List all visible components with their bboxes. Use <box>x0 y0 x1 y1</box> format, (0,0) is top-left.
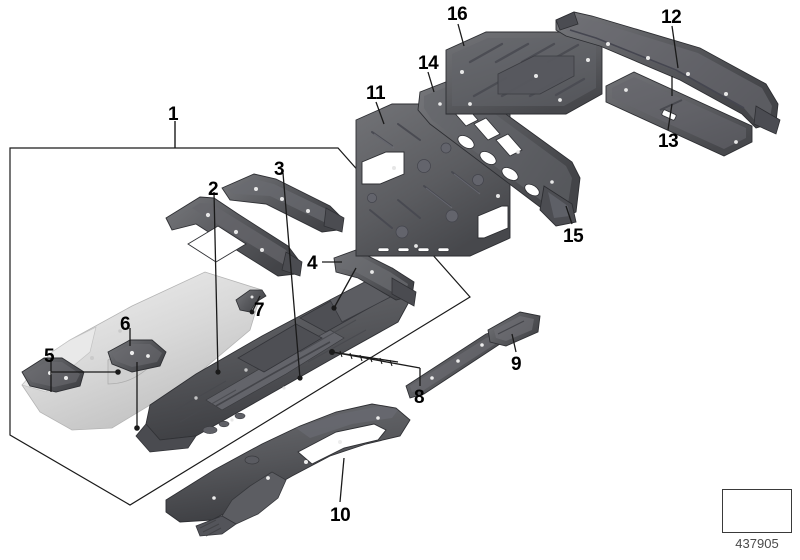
callout-16[interactable]: 16 <box>447 4 468 25</box>
part-4-floor-crossmember <box>333 249 417 307</box>
part-5-reinforcement-bracket-left <box>21 357 85 393</box>
callout-12[interactable]: 12 <box>661 7 682 28</box>
part-7-small-angle-bracket <box>235 289 267 313</box>
part-16-luggage-floor-panel <box>445 31 603 115</box>
callout-5[interactable]: 5 <box>44 346 55 367</box>
callout-6[interactable]: 6 <box>120 314 131 335</box>
callout-13[interactable]: 13 <box>658 131 679 152</box>
part-3-seat-crossmember-rear <box>221 173 345 233</box>
callout-14[interactable]: 14 <box>418 53 439 74</box>
callout-10[interactable]: 10 <box>330 505 351 526</box>
part-10-rear-subframe-carrier <box>165 403 411 537</box>
callout-8[interactable]: 8 <box>414 387 425 408</box>
callout-15[interactable]: 15 <box>563 226 584 247</box>
callout-1[interactable]: 1 <box>168 104 179 125</box>
diagram-id-box <box>722 489 792 533</box>
group-1-boundary <box>9 121 471 506</box>
callout-9[interactable]: 9 <box>511 354 522 375</box>
callout-4[interactable]: 4 <box>307 253 318 274</box>
part-2-seat-crossmember-front <box>165 196 303 277</box>
callout-7[interactable]: 7 <box>254 300 265 321</box>
part-6-reinforcement-bracket-right <box>107 339 167 373</box>
callout-3[interactable]: 3 <box>274 159 285 180</box>
part-13-parcel-shelf-plate <box>605 71 753 157</box>
diagram-id-label: 437905 <box>735 536 779 551</box>
part-9-closing-plate-bracket <box>487 311 541 347</box>
callout-2[interactable]: 2 <box>208 179 219 200</box>
leader-lines <box>50 23 679 503</box>
callout-11[interactable]: 11 <box>366 83 386 104</box>
part-12-rear-window-crossbeam <box>555 11 781 135</box>
